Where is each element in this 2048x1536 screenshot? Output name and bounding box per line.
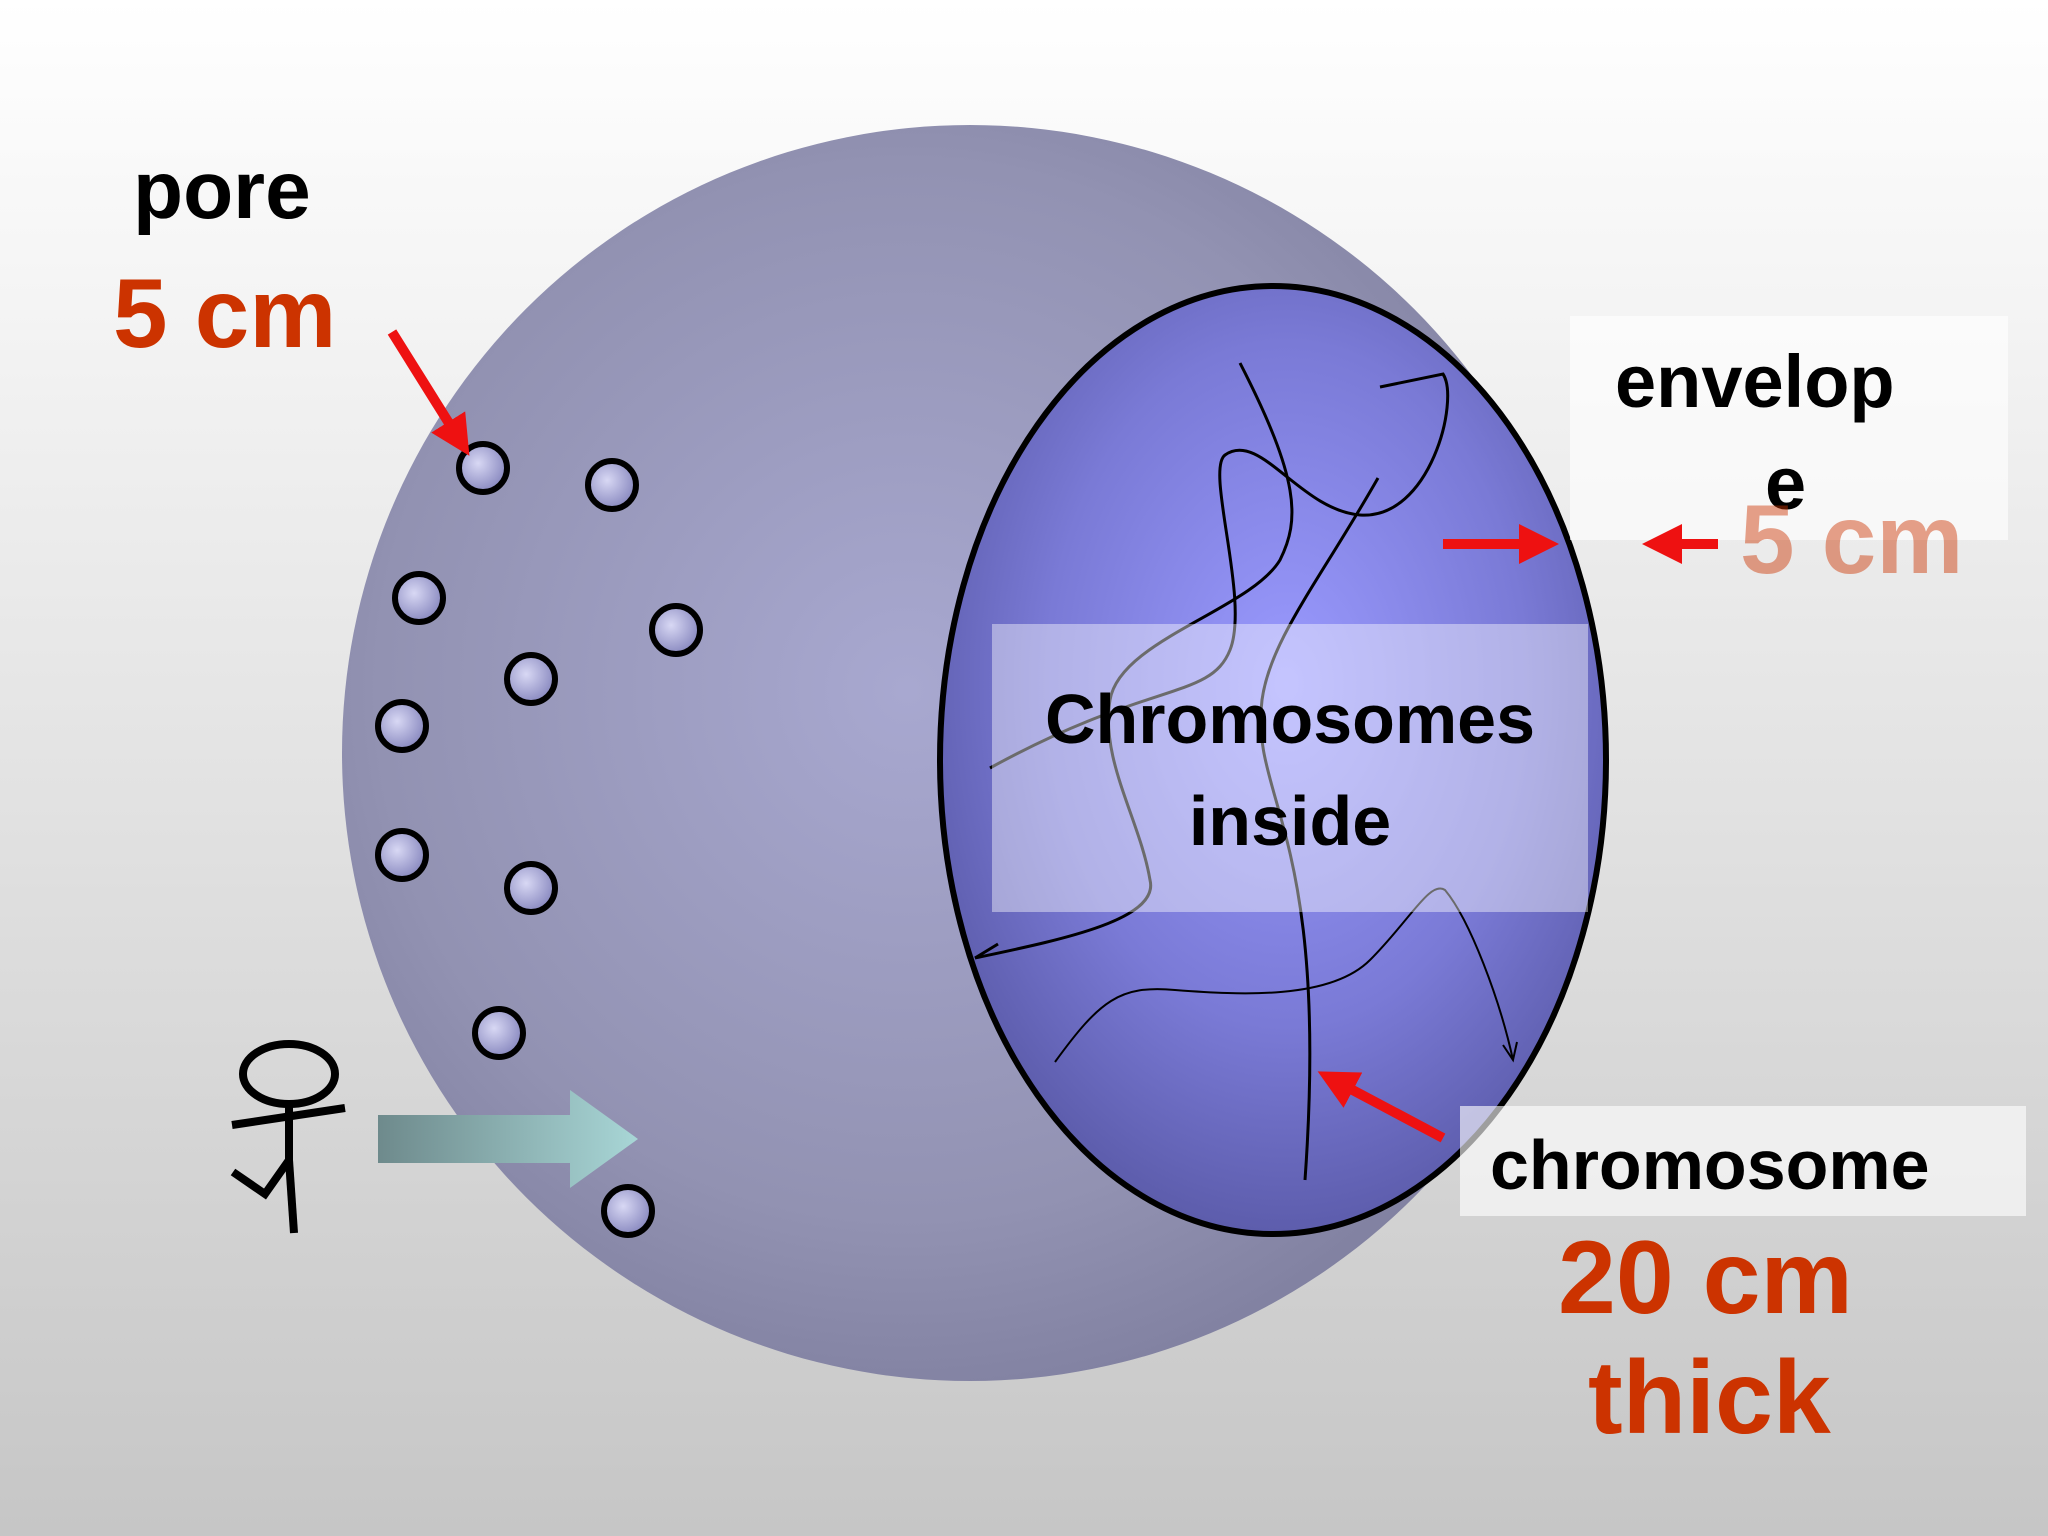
nuclear-pore	[649, 603, 703, 657]
chromosome-label-box	[1460, 1106, 2026, 1216]
pore-size-label: 5 cm	[113, 258, 337, 368]
nuclear-pore	[392, 571, 446, 625]
pointer-arrows	[387, 329, 1718, 1143]
movement-arrow-icon	[378, 1090, 638, 1188]
stick-figure-icon	[230, 1040, 346, 1234]
envelope-label-line2: e	[1765, 442, 1807, 525]
envelope-label-line1: envelop	[1615, 340, 1895, 423]
nuclear-pore	[601, 1184, 655, 1238]
nuclear-pores	[375, 441, 703, 1238]
nuclear-pore	[456, 441, 510, 495]
chromosome-strand	[989, 372, 1450, 770]
envelope-size-label: 5 cm	[1740, 484, 1964, 594]
nuclear-pore	[375, 828, 429, 882]
envelope-label-box	[1570, 316, 2008, 540]
chromosomes-inside-box	[992, 624, 1588, 912]
nuclear-pore	[504, 652, 558, 706]
nucleus	[937, 283, 1609, 1237]
chromosome-strand	[974, 362, 1294, 960]
chromosomes-inside-label-line1: Chromosomes	[1044, 680, 1536, 758]
chromosome-pointer-arrow	[1317, 1071, 1446, 1143]
nuclear-pore	[504, 861, 558, 915]
chromosome-size-label: 20 cm	[1558, 1220, 1853, 1336]
chromosome-strand	[1259, 477, 1380, 1181]
nuclear-pore	[375, 699, 429, 753]
pore-label: pore	[133, 145, 311, 236]
chromosome-thick-label: thick	[1588, 1340, 1831, 1456]
nuclear-pore	[472, 1006, 526, 1060]
chromosome-strands	[974, 362, 1518, 1181]
chromosome-label: chromosome	[1490, 1126, 1930, 1204]
chromosome-strand	[974, 942, 999, 960]
chromosome-strand	[1502, 1041, 1518, 1063]
pore-pointer-arrow	[387, 329, 470, 456]
nuclear-pore	[585, 458, 639, 512]
chromosome-strand	[1054, 887, 1514, 1063]
chromosomes-inside-label-line2: inside	[1188, 782, 1392, 860]
